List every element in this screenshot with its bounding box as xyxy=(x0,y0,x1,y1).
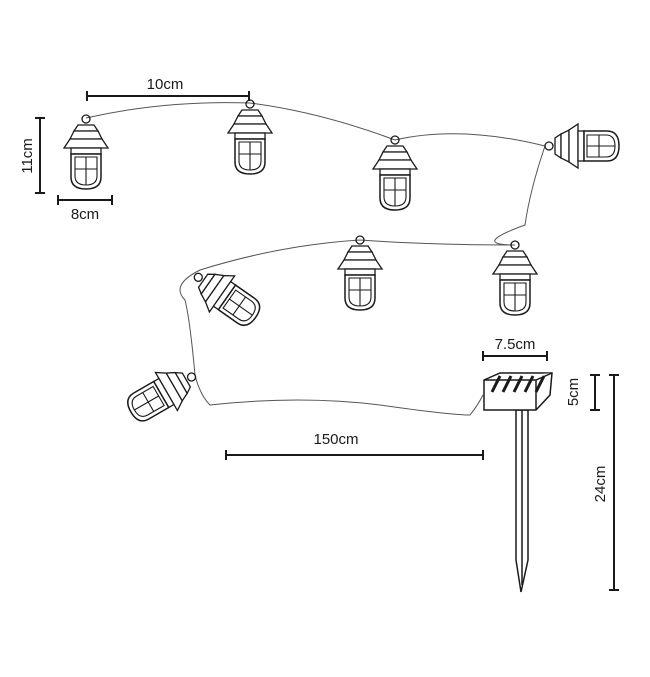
dimension-lantern-spacing xyxy=(86,91,250,101)
label-lantern-spacing: 10cm xyxy=(147,76,184,93)
dimension-lantern-width xyxy=(57,195,113,205)
lantern-5 xyxy=(181,256,269,337)
label-stake-height: 24cm xyxy=(592,466,609,503)
light-string-wire-bottom xyxy=(194,374,484,416)
light-string-wire-top xyxy=(85,102,546,147)
lantern-3 xyxy=(372,135,418,211)
dimension-cable-length xyxy=(225,450,484,460)
lantern-7 xyxy=(492,240,538,316)
lantern-1 xyxy=(63,114,109,190)
label-panel-width: 7.5cm xyxy=(495,336,536,353)
dimension-panel-width xyxy=(482,351,548,361)
lantern-8 xyxy=(119,355,207,432)
label-cable-length: 150cm xyxy=(313,431,358,448)
lantern-6 xyxy=(337,235,383,311)
lantern-2 xyxy=(227,99,273,175)
label-lantern-height: 11cm xyxy=(19,138,36,174)
dimension-panel-height xyxy=(590,374,600,411)
lantern-4 xyxy=(544,123,620,169)
solar-panel-stake xyxy=(483,372,553,593)
dimension-lantern-height xyxy=(35,117,45,194)
label-panel-height: 5cm xyxy=(565,378,582,406)
dimension-stake-height xyxy=(609,374,619,591)
light-string-wire-middle xyxy=(179,145,546,376)
label-lantern-width: 8cm xyxy=(71,206,99,223)
